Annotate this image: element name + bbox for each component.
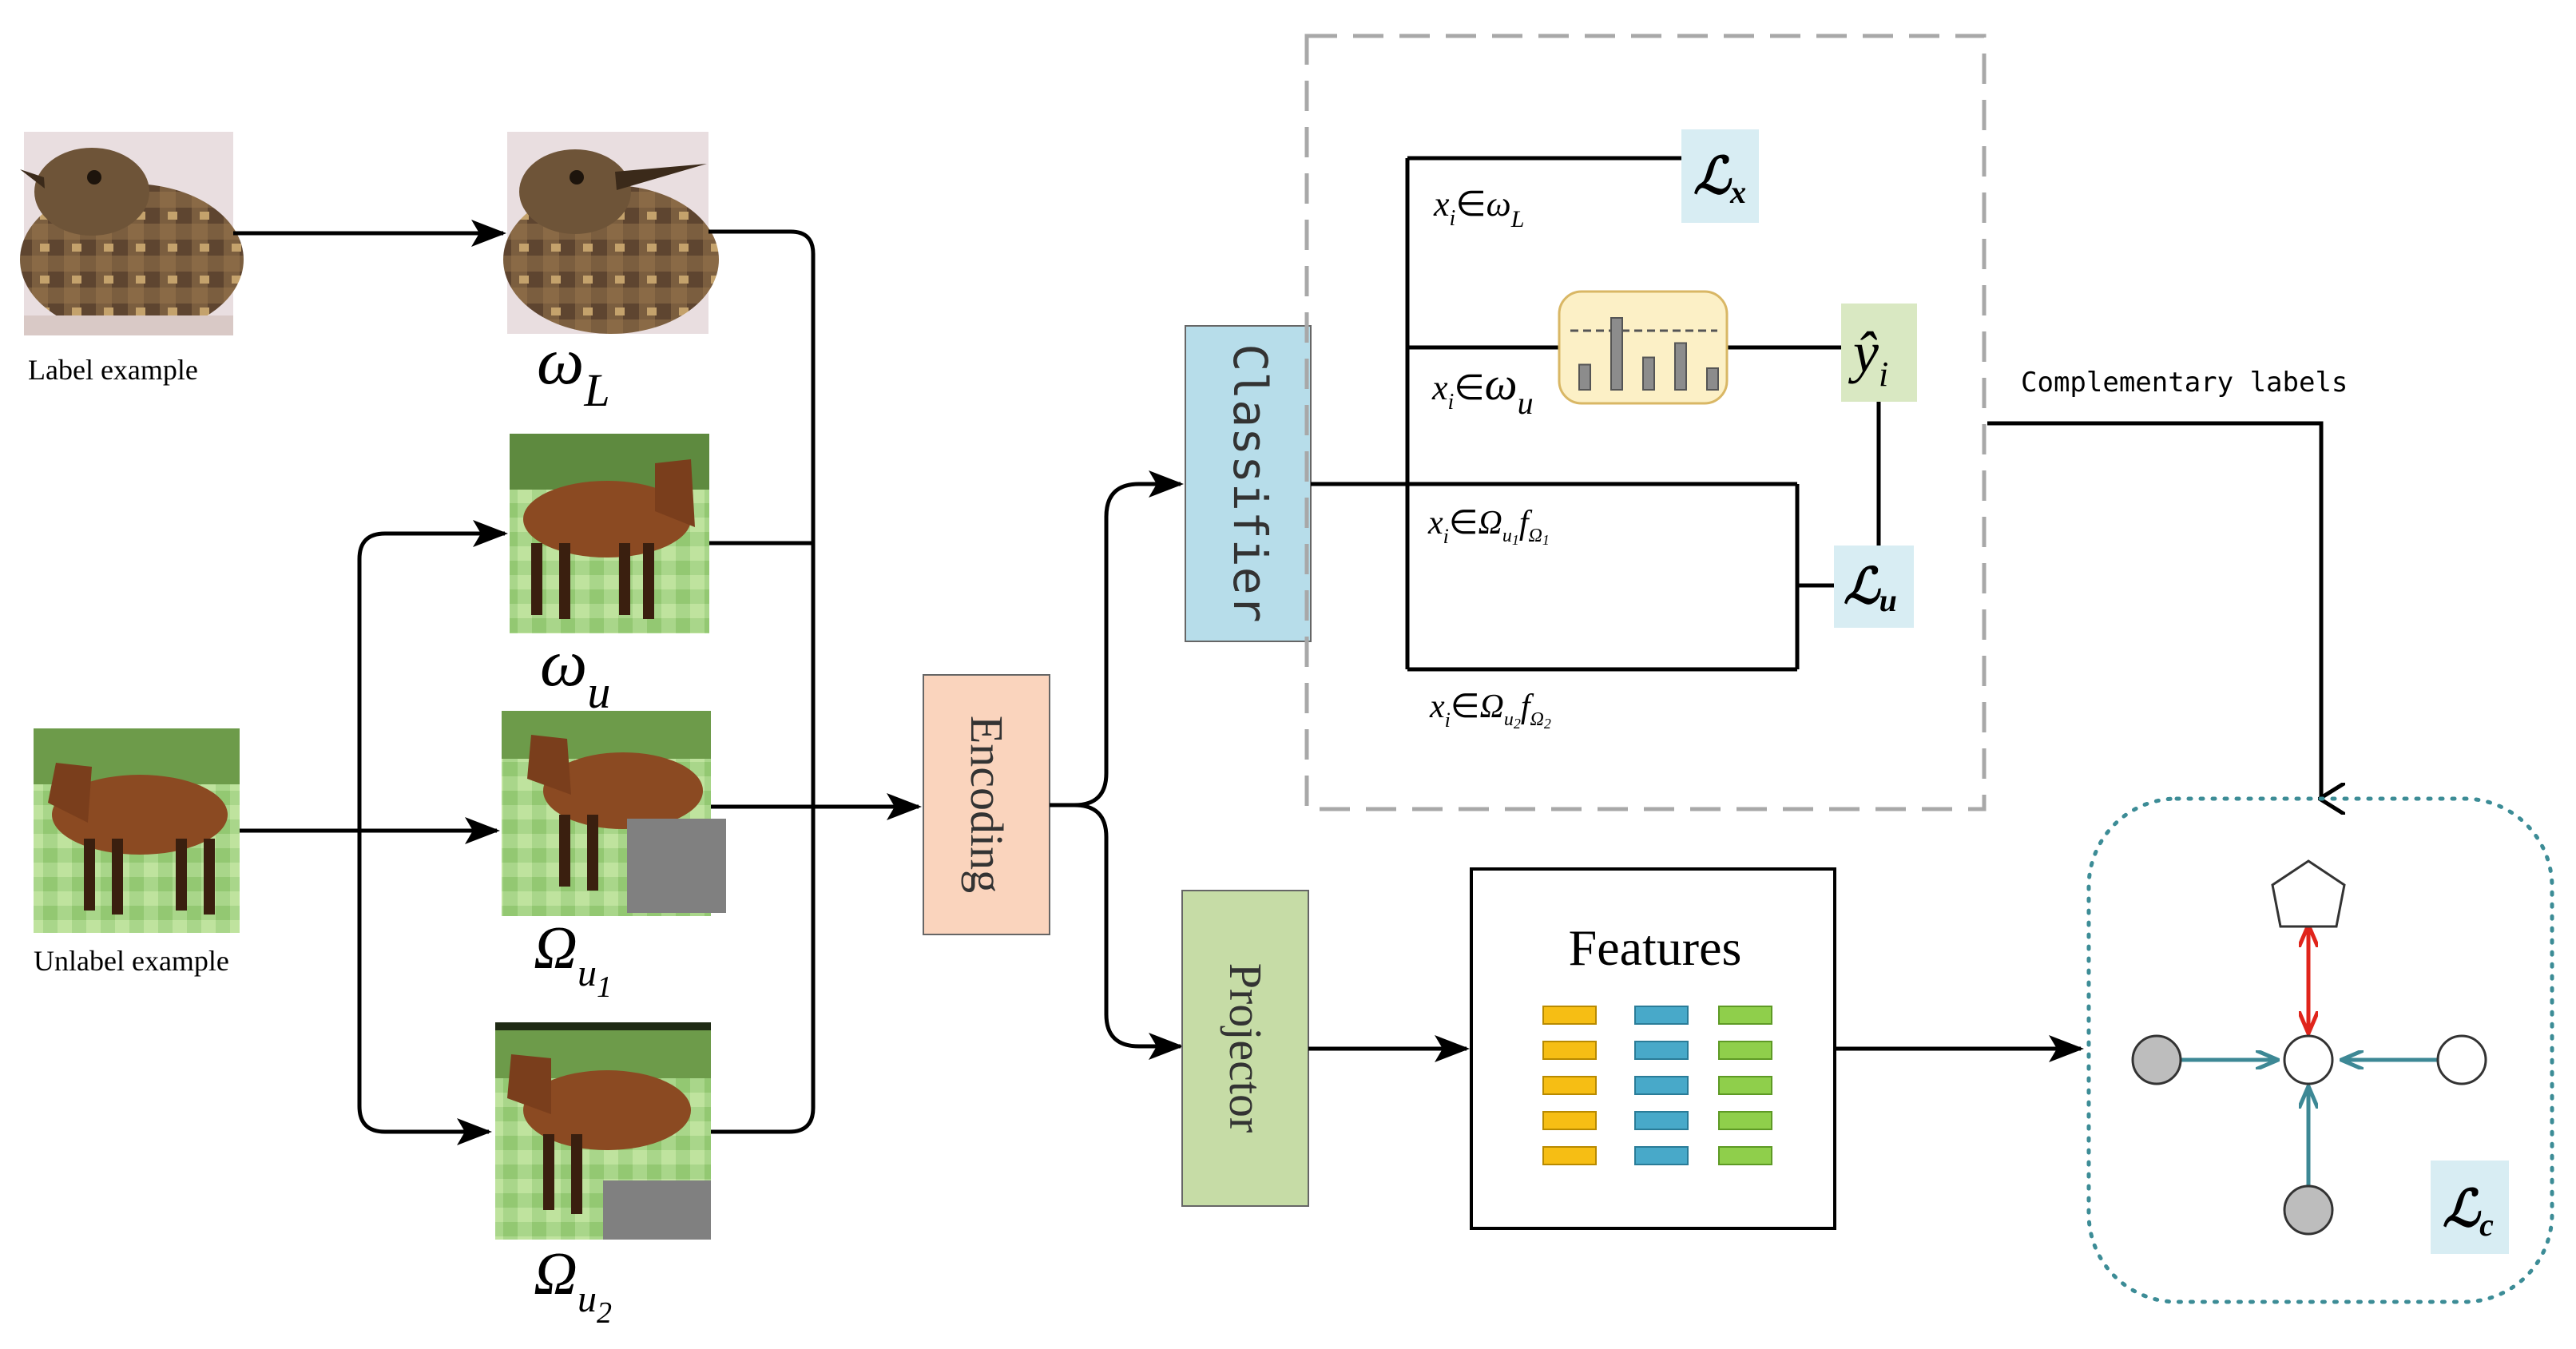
svg-text:ℒc: ℒc: [2443, 1180, 2494, 1243]
bird-image-label-example: [20, 132, 244, 335]
positive-node-right: [2436, 1034, 2487, 1085]
features-box: Features: [1470, 867, 1836, 1230]
Omega-u2-label: Ωu2: [534, 1240, 612, 1330]
feature-cell: [1542, 1111, 1597, 1130]
branch-label-x-in-Omega-u2: xi∈Ωu2fΩ2: [1429, 688, 1551, 732]
classifier-branch-lines: [1311, 156, 1881, 672]
branch-label-x-in-omega-u: xi∈ωu: [1431, 358, 1534, 421]
negative-node-left: [2131, 1034, 2182, 1085]
feature-cell: [1634, 1041, 1689, 1060]
classifier-head-dashed-region: [1304, 34, 1987, 811]
histogram-bar: [1578, 363, 1591, 391]
probability-histogram: [1558, 290, 1729, 405]
feature-cell: [1542, 1146, 1597, 1165]
loss-Lc-box: [2431, 1161, 2509, 1254]
feature-cell: [1542, 1076, 1597, 1095]
histogram-bar: [1642, 356, 1655, 391]
svg-text:ℒx: ℒx: [1693, 148, 1746, 210]
prediction-yhat-box: ŷi: [1841, 304, 1917, 402]
projector-module: Projector: [1181, 890, 1309, 1207]
histogram-bar: [1610, 317, 1623, 391]
Omega-u1-label: Ωu1: [534, 915, 612, 1004]
contrastive-loss-region: ℒc: [2086, 796, 2554, 1304]
classifier-label: Classifier: [1223, 343, 1277, 622]
feature-cell: [1718, 1041, 1772, 1060]
label-example-caption: Label example: [28, 354, 198, 386]
prototype-pentagon-node: [2271, 859, 2346, 928]
bird-image-omega-L: [503, 132, 719, 334]
projector-label: Projector: [1220, 963, 1272, 1133]
loss-Lu-box: ℒu: [1834, 546, 1914, 628]
feature-cell: [1634, 1111, 1689, 1130]
horse-image-Omega-u2: [495, 1022, 711, 1240]
feature-cell: [1542, 1041, 1597, 1060]
features-label: Features: [1569, 919, 1742, 976]
feature-cell: [1634, 1006, 1689, 1025]
branch-label-x-in-omega-L: xi∈ωL: [1433, 184, 1524, 232]
feature-cell: [1718, 1076, 1772, 1095]
feature-cell: [1634, 1146, 1689, 1165]
feature-cell: [1718, 1146, 1772, 1165]
omega-u-label: ωu: [540, 626, 610, 718]
histogram-bar: [1706, 367, 1719, 391]
feature-cell: [1718, 1006, 1772, 1025]
svg-text:ŷi: ŷi: [1848, 320, 1888, 394]
histogram-bar: [1674, 342, 1687, 391]
horse-image-omega-u: [510, 434, 709, 633]
omega-L-label: ωL: [537, 324, 610, 416]
anchor-node-center: [2283, 1034, 2334, 1085]
encoding-label: Encoding: [961, 716, 1013, 893]
complementary-labels-text: Complementary labels: [2021, 367, 2348, 399]
classifier-module: Classifier: [1185, 325, 1312, 642]
svg-text:ℒu: ℒu: [1844, 560, 1897, 618]
feature-cell: [1634, 1076, 1689, 1095]
encoding-module: Encoding: [923, 674, 1050, 935]
input-arrows: [233, 220, 922, 1145]
unlabel-example-caption: Unlabel example: [34, 945, 229, 977]
feature-cell: [1542, 1006, 1597, 1025]
feature-cell: [1718, 1111, 1772, 1130]
complementary-labels-arrow: [1987, 421, 2321, 799]
loss-Lx-box: ℒx: [1681, 129, 1759, 223]
branch-label-x-in-Omega-u1: xi∈Ωu1fΩ1: [1427, 505, 1550, 548]
horse-image-Omega-u1: [502, 711, 726, 916]
negative-node-bottom: [2283, 1184, 2334, 1236]
encoding-split-arrows: [1050, 470, 1184, 1060]
horse-image-unlabel-example: [34, 728, 240, 933]
